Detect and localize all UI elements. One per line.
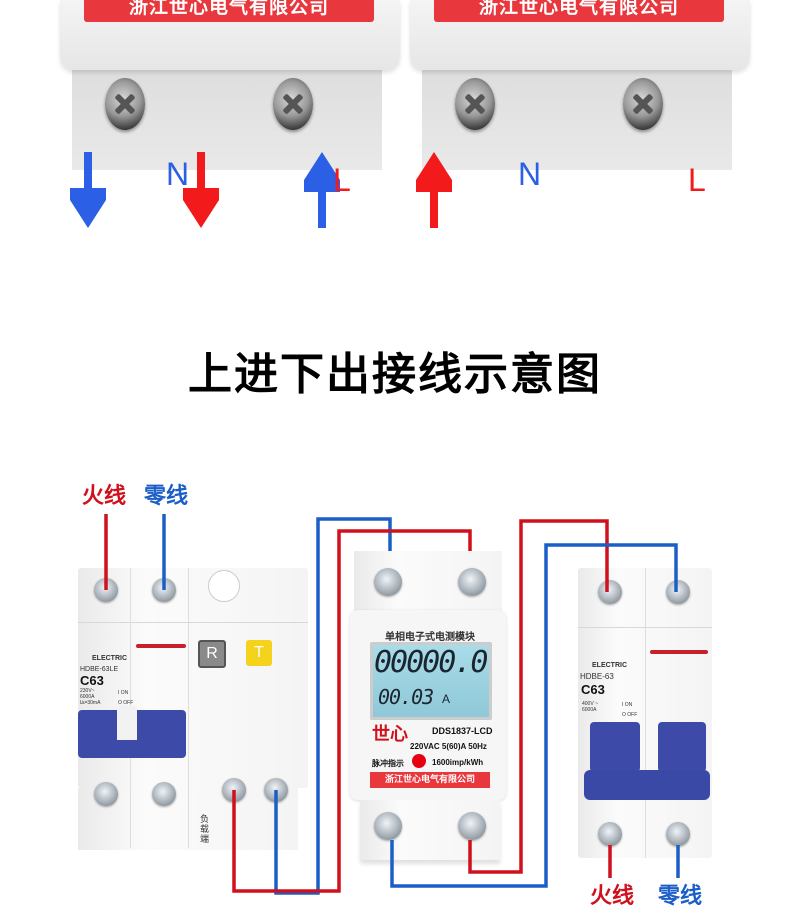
meter-brand-bar: 浙江世心电气有限公司 [370,772,490,788]
live-label: L [688,162,706,198]
energy-reading: 00000.0 [374,645,488,680]
neutral-wire-label: 零线 [658,884,703,909]
mcb-rating: C63 [581,682,605,697]
meter-screw-in-live [458,568,486,596]
neutral-label: N [518,156,542,192]
rcbo-spec: I∆=30mA [80,700,101,706]
live-wire-label: 火线 [590,884,635,909]
reset-button[interactable]: R [198,640,226,668]
meter-screw-out-neutral [374,812,402,840]
terminal-screw-n [455,78,495,130]
rcbo-screw-load-neutral [264,778,288,802]
rcbo-off: O OFF [118,700,134,706]
neutral-label: N [166,156,190,192]
mcb-off: O OFF [622,712,638,718]
meter-heading: 单相电子式电测模块 [385,632,475,643]
meter-screw-in-neutral [374,568,402,596]
terminal-screw-l [273,78,313,130]
rcbo-screw-load-live [222,778,246,802]
arrow-down-neutral-icon [70,152,106,228]
rcbo-model: HDBE-63LE [80,666,119,673]
handle-gap [117,706,137,740]
indicator-window [208,570,240,602]
pulse-led [412,754,426,768]
meter-model: DDS1837-LCD [432,726,493,736]
rcbo-screw-out [94,782,118,806]
top-meter-right: 浙江世心电气有限公司 [410,0,750,170]
rcbo-on: I ON [118,690,129,696]
diagram-title: 上进下出接线示意图 [188,349,602,400]
mcb-brand: ELECTRIC [592,662,627,669]
rcbo-screw-out [152,782,176,806]
divider [645,568,646,858]
mcb-spec: 6000A [582,707,597,713]
rcbo-spec: 230V~ [80,688,95,694]
mcb-screw-live-out [598,822,622,846]
current-unit: A [442,692,451,706]
arrow-up-neutral-icon [304,152,340,228]
meter-spec: 220VAC 5(60)A 50Hz [410,742,487,751]
meter-cap: 浙江世心电气有限公司 [410,0,750,70]
load-label: 负载端 [200,814,210,844]
pulse-label: 脉冲指示 [372,759,404,768]
arrow-down-live-icon [183,152,219,228]
mcb-screw-neutral-out [666,822,690,846]
rcbo-rating: C63 [80,673,104,688]
mcb-handle[interactable] [658,722,706,772]
divider [188,568,189,848]
rcbo-spec: 6000A [80,694,95,700]
arrow-up-live-icon [416,152,452,228]
mcb-on: I ON [622,702,633,708]
brand-bar: 浙江世心电气有限公司 [434,0,724,22]
top-meter-left: 浙江世心电气有限公司 [60,0,400,170]
meter-cap: 浙江世心电气有限公司 [60,0,400,70]
live-wire-label: 火线 [82,484,127,509]
status-bar [650,650,708,654]
terminal-screw-l [623,78,663,130]
meter-constant: 1600imp/kWh [432,758,484,767]
current-reading: 00.03 [378,685,434,709]
rcbo-brand: ELECTRIC [92,655,127,662]
divider [78,622,308,623]
meter-screw-out-live [458,812,486,840]
brand-bar: 浙江世心电气有限公司 [84,0,374,22]
mcb-screw-neutral-in [666,580,690,604]
mcb-handle[interactable] [590,722,640,772]
divider [578,627,712,628]
terminal-screw-n [105,78,145,130]
status-bar [136,644,186,648]
rcbo-screw-live-in [94,578,118,602]
rcbo-screw-neutral-in [152,578,176,602]
flow-arrows [70,152,452,228]
mcb-screw-live-in [598,580,622,604]
mcb-handle-bar[interactable] [584,770,710,800]
test-button[interactable]: T [246,640,272,666]
neutral-wire-label: 零线 [144,484,189,509]
mcb-model: HDBE-63 [580,672,614,681]
live-label: L [333,162,351,198]
meter-logo: 世心 [372,724,408,744]
